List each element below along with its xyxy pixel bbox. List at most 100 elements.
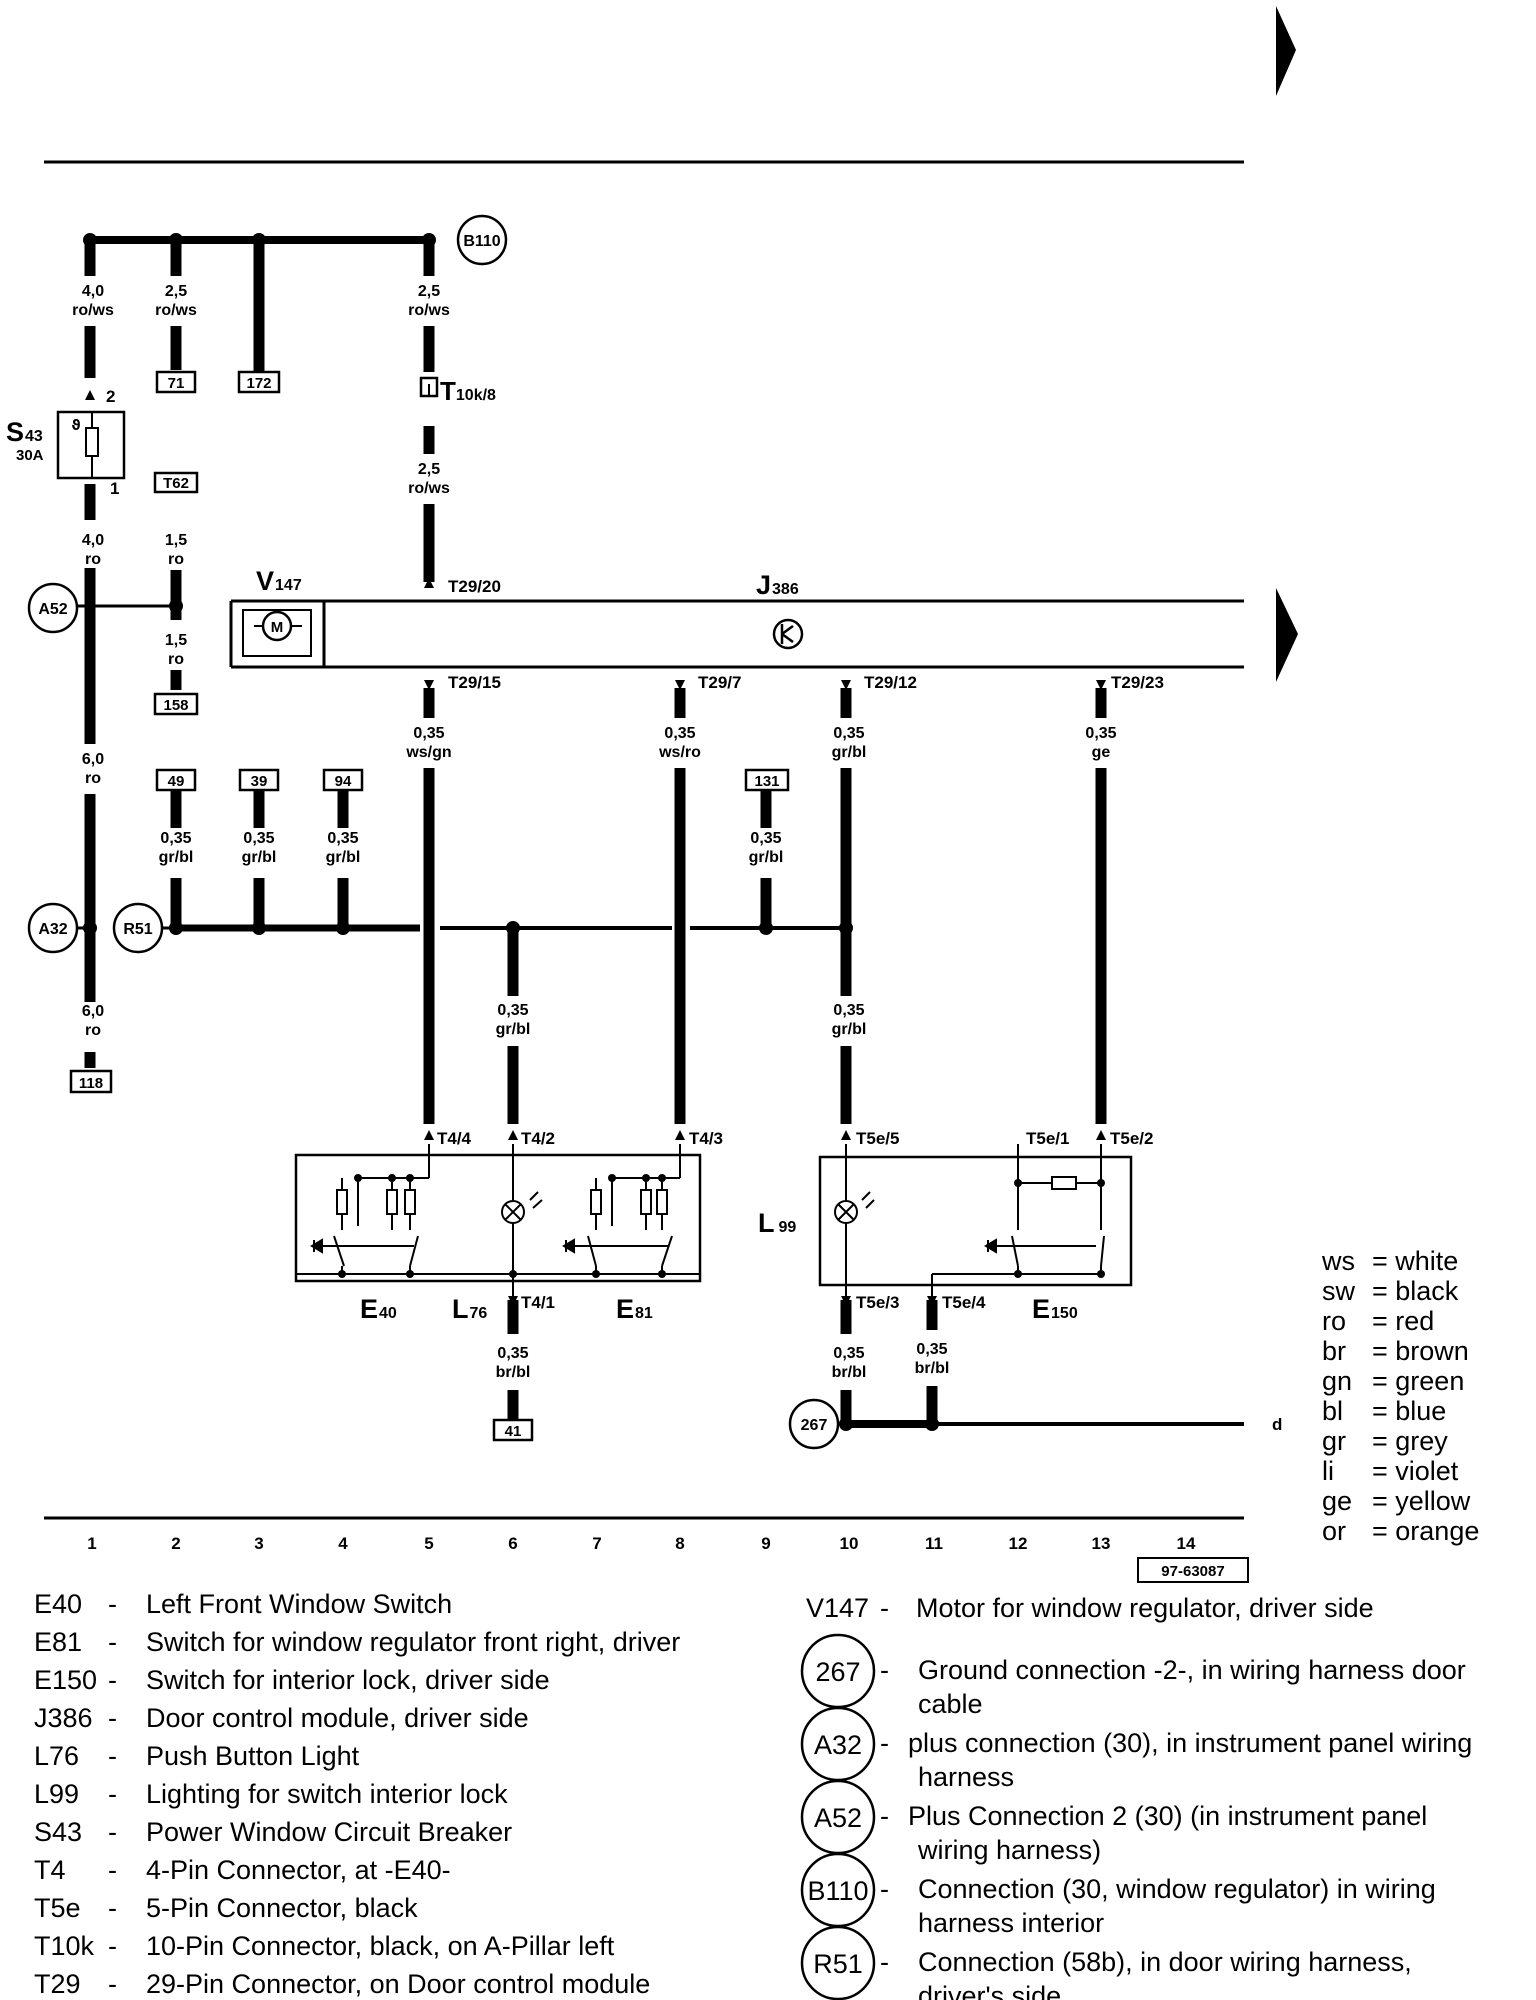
label-j386: J386 bbox=[756, 570, 799, 600]
ref-box-39[interactable] bbox=[238, 768, 280, 792]
svg-text:sw= black: sw= black bbox=[1322, 1276, 1459, 1306]
continuation-label: d bbox=[1272, 1415, 1282, 1434]
pin-t2912: T29/12 bbox=[864, 673, 917, 692]
component-legend-left: E40-Left Front Window Switch E81-Switch … bbox=[34, 1589, 680, 1999]
pin-arrows bbox=[85, 390, 1106, 1306]
pin-t41: T4/1 bbox=[521, 1293, 555, 1312]
connector-label-a32: A32 bbox=[38, 921, 67, 938]
page-continue-arrow-mid[interactable] bbox=[1276, 588, 1298, 682]
ref-label-158: 158 bbox=[163, 697, 188, 714]
circle-connectors bbox=[27, 214, 840, 1450]
reference-box-labels: 71 172 T62 158 49 39 94 131 118 41 bbox=[79, 375, 780, 1440]
ref-box-41[interactable] bbox=[492, 1418, 534, 1442]
svg-text:gn= green: gn= green bbox=[1322, 1366, 1464, 1396]
page-continue-arrow-top[interactable] bbox=[1276, 6, 1296, 96]
pin-t5e2: T5e/2 bbox=[1110, 1129, 1153, 1148]
svg-text:gr= grey: gr= grey bbox=[1322, 1426, 1448, 1456]
svg-text:ϑ: ϑ bbox=[71, 418, 80, 434]
legend-entry: E150-Switch for interior lock, driver si… bbox=[34, 1665, 550, 1695]
column-number: 14 bbox=[1177, 1534, 1196, 1553]
ref-box-131[interactable] bbox=[744, 768, 790, 792]
svg-text:ge= yellow: ge= yellow bbox=[1322, 1486, 1471, 1516]
ref-label-131: 131 bbox=[754, 773, 779, 790]
legend-entry: -plus connection (30), in instrument pan… bbox=[880, 1728, 1472, 1792]
connector-label-b110: B110 bbox=[463, 233, 500, 250]
ref-label-t62: T62 bbox=[163, 475, 189, 492]
pin-t2923: T29/23 bbox=[1111, 673, 1164, 692]
column-number: 2 bbox=[171, 1534, 180, 1553]
motor-v147-symbol: M bbox=[242, 609, 312, 657]
legend-entry: T4-4-Pin Connector, at -E40- bbox=[34, 1855, 451, 1885]
pin-t2920: T29/20 bbox=[448, 577, 501, 596]
label-e81: E81 bbox=[616, 1294, 653, 1324]
connector-t10k8-symbol bbox=[419, 376, 439, 398]
ref-box-118[interactable] bbox=[69, 1069, 113, 1094]
column-number: 12 bbox=[1009, 1534, 1028, 1553]
circuit-breaker-s43[interactable]: ϑ bbox=[56, 410, 126, 480]
pin-labels: T29/20 T29/15 T29/7 T29/12 T29/23 T4/4 T… bbox=[437, 577, 1164, 1312]
svg-text:or= orange: or= orange bbox=[1322, 1516, 1479, 1546]
svg-text:bl= blue: bl= blue bbox=[1322, 1396, 1446, 1426]
legend-entry: J386-Door control module, driver side bbox=[34, 1703, 529, 1733]
reference-boxes bbox=[69, 370, 790, 1442]
connector-label-267: 267 bbox=[801, 1417, 828, 1434]
legend-entry: L76-Push Button Light bbox=[34, 1741, 360, 1771]
switch-block-junctions bbox=[338, 1174, 666, 1278]
legend-entry: T10k-10-Pin Connector, black, on A-Pilla… bbox=[34, 1931, 615, 1961]
circle-connector-labels: B110 A52 A32 R51 267 bbox=[38, 233, 827, 1434]
legend-entry: -Connection (30, window regulator) in wi… bbox=[880, 1874, 1436, 1938]
legend-entry: -Connection (58b), in door wiring harnes… bbox=[880, 1947, 1412, 2000]
e150-junctions bbox=[1014, 1179, 1105, 1278]
splice-points bbox=[83, 233, 939, 1431]
pin-t5e4: T5e/4 bbox=[942, 1293, 986, 1312]
column-number: 6 bbox=[508, 1534, 517, 1553]
pin-t2915: T29/15 bbox=[448, 673, 501, 692]
window-switch-block-e40-e81[interactable] bbox=[294, 1144, 702, 1296]
pin-t5e5: T5e/5 bbox=[856, 1129, 899, 1148]
door-control-module-j386[interactable] bbox=[229, 599, 1244, 669]
legend-entry: T29-29-Pin Connector, on Door control mo… bbox=[34, 1969, 650, 1999]
label-s43-rating: 30A bbox=[16, 447, 44, 464]
thin-links bbox=[56, 604, 846, 1426]
component-legend-right: V147-Motor for window regulator, driver … bbox=[806, 1593, 1374, 1623]
pin-t43: T4/3 bbox=[689, 1129, 723, 1148]
column-numbers: 1 2 3 4 5 6 7 8 9 10 11 12 13 14 bbox=[87, 1534, 1196, 1553]
connector-a52[interactable] bbox=[27, 582, 79, 634]
svg-text:br= brown: br= brown bbox=[1322, 1336, 1469, 1366]
ref-box-158[interactable] bbox=[153, 692, 199, 716]
label-l76: L76 bbox=[452, 1294, 487, 1324]
column-number: 10 bbox=[840, 1534, 859, 1553]
connector-b110[interactable] bbox=[456, 214, 508, 266]
connector-267[interactable] bbox=[788, 1398, 840, 1450]
svg-text:ws= white: ws= white bbox=[1321, 1246, 1458, 1276]
ref-label-49: 49 bbox=[168, 773, 185, 790]
connector-a32[interactable] bbox=[27, 902, 79, 954]
ref-box-71[interactable] bbox=[155, 370, 197, 394]
connector-r51[interactable] bbox=[112, 902, 164, 954]
ref-box-172[interactable] bbox=[237, 370, 281, 394]
legend-entry: -Plus Connection 2 (30) (in instrument p… bbox=[880, 1801, 1427, 1865]
pin-s43-2: 2 bbox=[106, 387, 115, 406]
label-e40: E40 bbox=[360, 1294, 397, 1324]
ref-box-t62[interactable] bbox=[153, 471, 199, 494]
interior-lock-switch-block-e150[interactable] bbox=[818, 1144, 1133, 1296]
ref-box-49[interactable] bbox=[155, 768, 197, 792]
ref-box-94[interactable] bbox=[322, 768, 364, 792]
label-e150: E150 bbox=[1032, 1294, 1078, 1324]
